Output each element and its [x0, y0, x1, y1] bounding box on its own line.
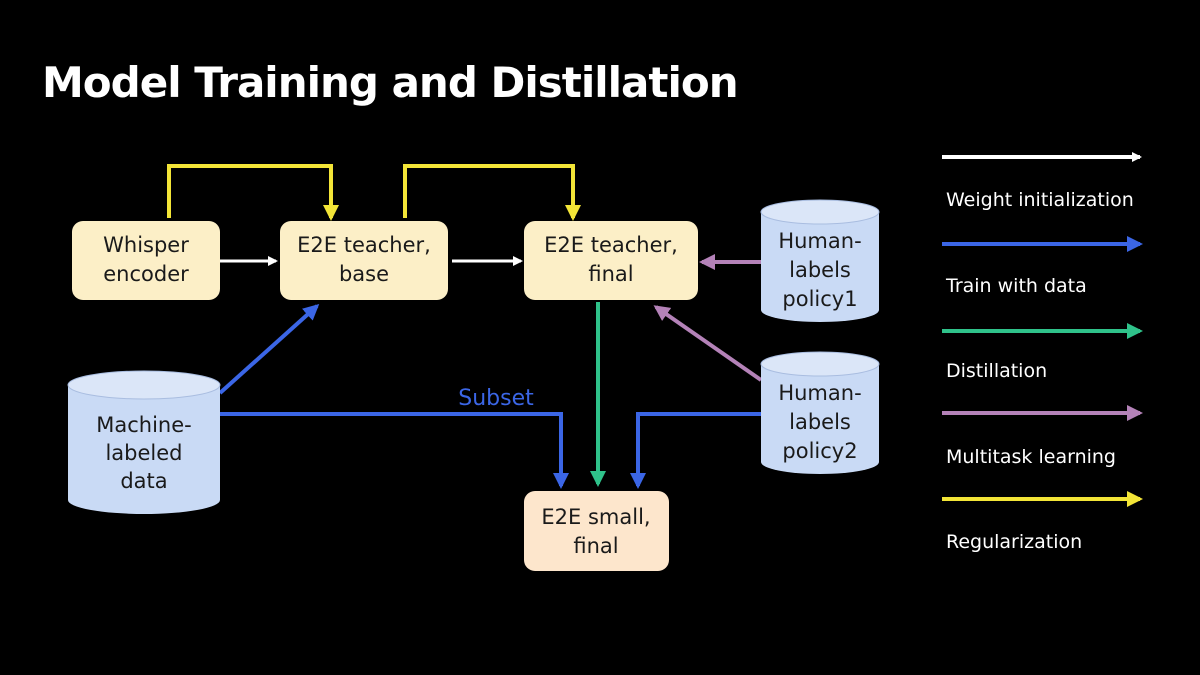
node-e2e-teacher-final: E2E teacher, final	[524, 221, 698, 300]
node-box	[280, 221, 448, 300]
database-line: Machine-	[96, 413, 191, 437]
database-human-labels-policy2: Human- labels policy2	[760, 351, 880, 474]
cylinder-top	[67, 370, 221, 400]
edge-machine-to-small-subset	[220, 412, 569, 489]
node-line: E2E teacher,	[297, 233, 431, 257]
legend-label: Train with data	[945, 275, 1087, 297]
node-line: Whisper	[103, 233, 189, 257]
database-machine-labeled-data: Machine- labeled data	[67, 370, 221, 514]
database-line: policy1	[782, 287, 857, 311]
legend-item-regularization: Regularization	[942, 491, 1143, 553]
node-line: final	[573, 534, 618, 558]
database-line: labels	[789, 258, 851, 282]
legend-item-train-with-data: Train with data	[942, 236, 1143, 297]
legend-label: Weight initialization	[946, 189, 1134, 211]
node-e2e-teacher-base: E2E teacher, base	[280, 221, 448, 300]
edge-label-subset: Subset	[458, 386, 534, 411]
node-whisper-encoder: Whisper encoder	[72, 221, 220, 300]
database-line: Human-	[778, 381, 861, 405]
legend-item-multitask-learning: Multitask learning	[942, 405, 1143, 468]
database-human-labels-policy1: Human- labels policy1	[760, 199, 880, 322]
legend-label: Regularization	[946, 531, 1082, 553]
edge-machine-to-teacher-base-train	[218, 303, 320, 395]
cylinder-body	[761, 212, 879, 322]
database-line: data	[120, 469, 167, 493]
edges: Subset	[167, 164, 763, 489]
edge-teacher-base-to-teacher-final-regularization	[403, 164, 581, 221]
database-line: policy2	[782, 439, 857, 463]
legend-item-weight-initialization: Weight initialization	[942, 152, 1142, 211]
cylinder-body	[68, 385, 220, 514]
edge-human2-to-teacher-final-multitask	[653, 305, 763, 382]
node-line: final	[588, 262, 633, 286]
edge-whisper-to-teacher-base-regularization	[167, 164, 339, 221]
page-title: Model Training and Distillation	[42, 58, 739, 107]
node-e2e-small-final: E2E small, final	[524, 491, 669, 571]
cylinder-top	[760, 351, 880, 377]
node-box	[524, 491, 669, 571]
cylinder-top	[760, 199, 880, 225]
legend-label: Multitask learning	[946, 446, 1116, 468]
node-line: encoder	[103, 262, 189, 286]
legend: Weight initialization Train with data Di…	[942, 152, 1143, 553]
legend-label: Distillation	[946, 360, 1047, 382]
database-line: Human-	[778, 229, 861, 253]
legend-item-distillation: Distillation	[942, 323, 1143, 382]
node-line: E2E teacher,	[544, 233, 678, 257]
node-line: base	[339, 262, 389, 286]
node-box	[72, 221, 220, 300]
database-line: labeled	[105, 441, 182, 465]
cylinder-body	[761, 364, 879, 474]
node-box	[524, 221, 698, 300]
database-line: labels	[789, 410, 851, 434]
node-line: E2E small,	[541, 505, 650, 529]
edge-human2-to-small-train	[630, 412, 761, 489]
